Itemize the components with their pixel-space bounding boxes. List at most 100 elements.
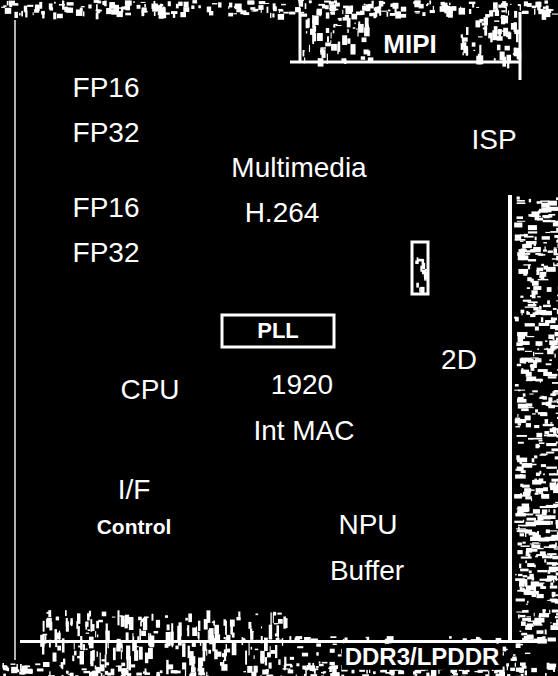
die-structure [528, 259, 536, 261]
die-structure [535, 444, 539, 448]
die-structure [82, 668, 87, 670]
die-structure [310, 674, 317, 676]
die-structure [515, 384, 519, 387]
die-structure [183, 7, 189, 12]
die-structure [533, 620, 542, 624]
die-structure [514, 390, 525, 391]
die-structure [105, 641, 107, 654]
die-structure [81, 6, 85, 7]
die-structure [460, 7, 461, 12]
die-structure [286, 664, 292, 666]
die-structure [539, 306, 541, 310]
die-structure [502, 30, 506, 32]
die-structure [238, 612, 240, 617]
die-structure [107, 673, 111, 676]
die-structure [516, 612, 523, 613]
die-structure [556, 524, 558, 529]
die-structure [7, 668, 9, 671]
die-structure [557, 429, 558, 434]
die-structure [381, 11, 387, 12]
die-structure [115, 8, 118, 13]
die-structure [267, 675, 273, 676]
die-structure [160, 4, 164, 6]
die-structure [255, 649, 258, 651]
die-structure [317, 33, 323, 41]
die-structure [145, 668, 147, 675]
die-structure [22, 666, 27, 672]
die-structure [236, 617, 240, 620]
die-structure [557, 369, 558, 370]
die-structure [198, 632, 199, 639]
die-structure [395, 6, 397, 12]
die-structure [42, 12, 44, 18]
die-structure [49, 7, 53, 10]
die-structure [77, 613, 80, 624]
die-structure [519, 579, 527, 583]
die-structure [553, 489, 558, 493]
die-structure [541, 264, 544, 266]
die-structure [64, 8, 70, 13]
die-structure [250, 631, 253, 640]
die-structure [524, 636, 534, 640]
die-structure [529, 489, 535, 490]
die-structure [539, 493, 544, 494]
die-structure [3, 674, 6, 676]
die-structure [134, 650, 138, 661]
die-structure [514, 30, 520, 34]
die-structure [535, 360, 541, 362]
die-structure [212, 3, 217, 4]
block-label: DDR3/LPDDR [342, 644, 503, 670]
die-structure [138, 617, 142, 621]
die-structure [189, 674, 195, 676]
die-structure [515, 513, 525, 517]
die-structure [380, 3, 381, 8]
die-structure [311, 638, 318, 641]
die-structure [337, 44, 338, 54]
die-structure [551, 521, 553, 525]
die-structure [429, 0, 431, 4]
die-structure [505, 46, 510, 51]
die-structure [278, 659, 280, 665]
die-structure [250, 626, 252, 628]
die-structure [554, 235, 558, 238]
die-structure [518, 255, 523, 258]
die-structure [484, 25, 487, 35]
die-structure [133, 1, 134, 3]
die-structure [111, 669, 115, 676]
die-structure [139, 647, 143, 660]
die-structure [539, 538, 550, 542]
die-structure [316, 652, 318, 655]
die-structure [533, 286, 541, 290]
die-structure [543, 609, 546, 611]
die-structure [550, 346, 556, 350]
die-structure [534, 9, 535, 15]
die-structure [550, 422, 552, 423]
die-structure [433, 6, 434, 13]
die-structure [144, 4, 146, 7]
die-structure [208, 650, 211, 654]
die-structure [253, 9, 258, 11]
die-structure [532, 390, 538, 392]
die-structure [520, 569, 529, 572]
die-structure [508, 32, 511, 39]
die-structure [232, 633, 235, 638]
die-structure [543, 487, 548, 491]
die-structure [135, 646, 139, 647]
die-structure [553, 308, 557, 310]
die-structure [543, 220, 552, 222]
die-structure [550, 582, 553, 585]
die-structure [270, 13, 271, 18]
die-structure [537, 348, 539, 350]
block-label: I/F [118, 475, 151, 506]
die-structure [20, 664, 22, 671]
die-structure [33, 12, 34, 15]
die-structure [329, 666, 332, 672]
die-structure [368, 25, 369, 31]
die-structure [525, 415, 531, 420]
die-structure [521, 358, 532, 362]
die-structure [555, 616, 558, 618]
die-structure [531, 581, 539, 586]
die-structure [269, 663, 272, 669]
die-structure [307, 665, 308, 670]
die-structure [526, 380, 533, 381]
